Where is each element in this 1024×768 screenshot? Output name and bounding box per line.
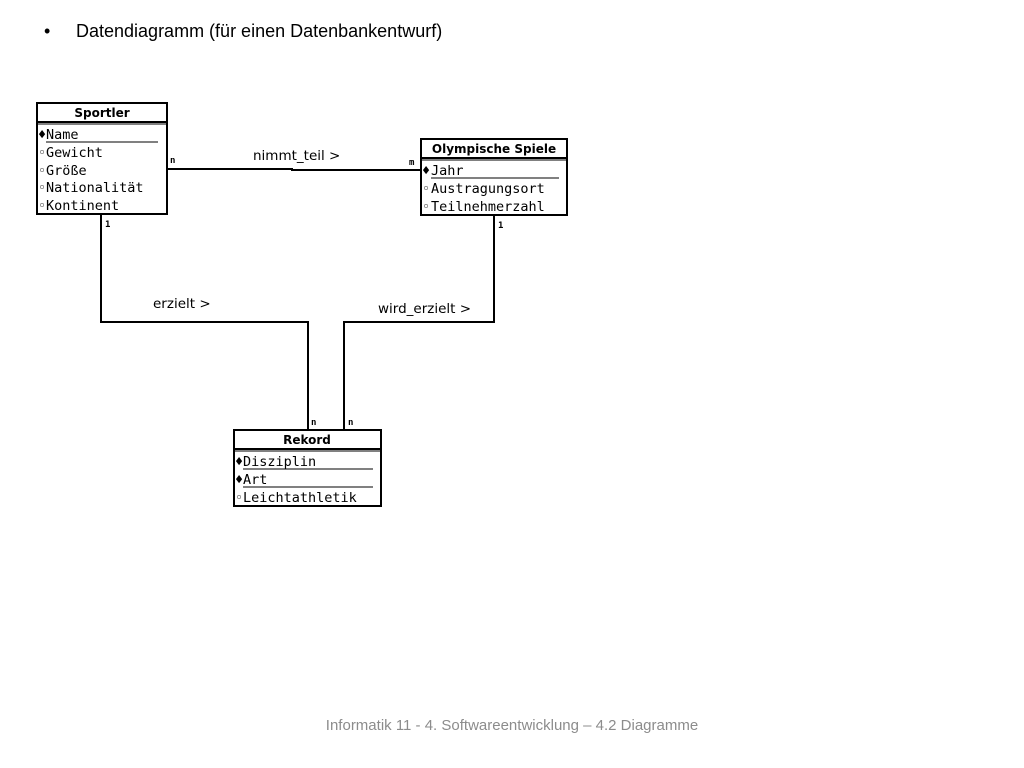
attr-marker: ♦ xyxy=(235,454,243,470)
attr-marker: ◦ xyxy=(422,181,430,197)
slide-heading: Datendiagramm (für einen Datenbankentwur… xyxy=(76,21,443,41)
attr-nationalitaet: Nationalität xyxy=(46,180,144,196)
multiplicity-nimmt-teil-olympische-spiele: m xyxy=(409,158,415,168)
attr-marker: ◦ xyxy=(38,145,46,161)
entity-rekord: Rekord ♦ Disziplin ♦ Art ◦ Leichtathleti… xyxy=(233,429,382,507)
attr-marker: ♦ xyxy=(38,127,46,143)
attr-teilnehmerzahl: Teilnehmerzahl xyxy=(431,199,545,215)
relationship-label-nimmt-teil: nimmt_teil > xyxy=(253,148,340,164)
entity-sportler: Sportler ♦ Name ◦ Gewicht ◦ Größe ◦ Nati… xyxy=(36,102,168,215)
relationship-label-erzielt: erzielt > xyxy=(153,296,211,312)
attr-disziplin: Disziplin xyxy=(243,454,316,470)
attr-gewicht: Gewicht xyxy=(46,145,103,161)
entity-title-olympische-spiele: Olympische Spiele xyxy=(432,142,556,156)
entity-olympische-spiele: Olympische Spiele ♦ Jahr ◦ Austragungsor… xyxy=(420,138,568,216)
attr-marker: ♦ xyxy=(235,472,243,488)
attr-leichtathletik: Leichtathletik xyxy=(243,490,357,506)
multiplicity-erzielt-rekord: n xyxy=(311,418,316,428)
attr-marker: ◦ xyxy=(422,199,430,215)
attr-groesse: Größe xyxy=(46,163,87,179)
attr-marker: ◦ xyxy=(38,180,46,196)
multiplicity-erzielt-sportler: 1 xyxy=(105,220,110,230)
attr-marker: ◦ xyxy=(235,490,243,506)
entity-title-sportler: Sportler xyxy=(74,106,129,120)
attr-austragungsort: Austragungsort xyxy=(431,181,545,197)
attr-marker: ◦ xyxy=(38,198,46,214)
attr-art: Art xyxy=(243,472,267,488)
slide-footer: Informatik 11 - 4. Softwareentwicklung –… xyxy=(325,717,699,734)
attr-jahr: Jahr xyxy=(431,163,464,179)
multiplicity-wird-erzielt-rekord: n xyxy=(348,418,353,428)
attr-kontinent: Kontinent xyxy=(46,198,119,214)
relationship-label-wird-erzielt: wird_erzielt > xyxy=(378,301,471,317)
relationship-line-erzielt xyxy=(100,215,309,430)
attr-marker: ♦ xyxy=(422,163,430,179)
multiplicity-nimmt-teil-sportler: n xyxy=(170,156,175,166)
entity-title-rekord: Rekord xyxy=(283,433,331,447)
bullet-marker: • xyxy=(44,21,51,41)
attr-marker: ◦ xyxy=(38,163,46,179)
relationship-line-wird-erzielt xyxy=(343,216,495,430)
relationship-line-nimmt-teil xyxy=(167,168,420,171)
multiplicity-wird-erzielt-olympische-spiele: 1 xyxy=(498,221,503,231)
attr-name-key: Name xyxy=(46,127,79,143)
